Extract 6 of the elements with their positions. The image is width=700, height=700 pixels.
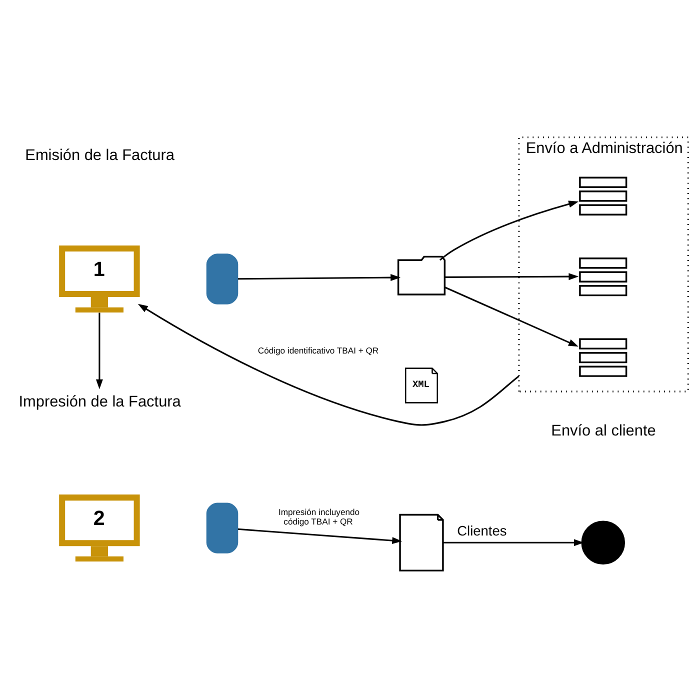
edge-label: Impresión incluyendo código TBAI + QR xyxy=(278,506,360,526)
node-text: Impresión de la Factura xyxy=(18,392,181,410)
edge-label: Clientes xyxy=(457,523,507,538)
label: Envío al cliente xyxy=(551,422,656,440)
edge-label: Código identificativo TBAI + QR xyxy=(258,344,379,355)
label: Emisión de la Factura xyxy=(25,146,174,164)
